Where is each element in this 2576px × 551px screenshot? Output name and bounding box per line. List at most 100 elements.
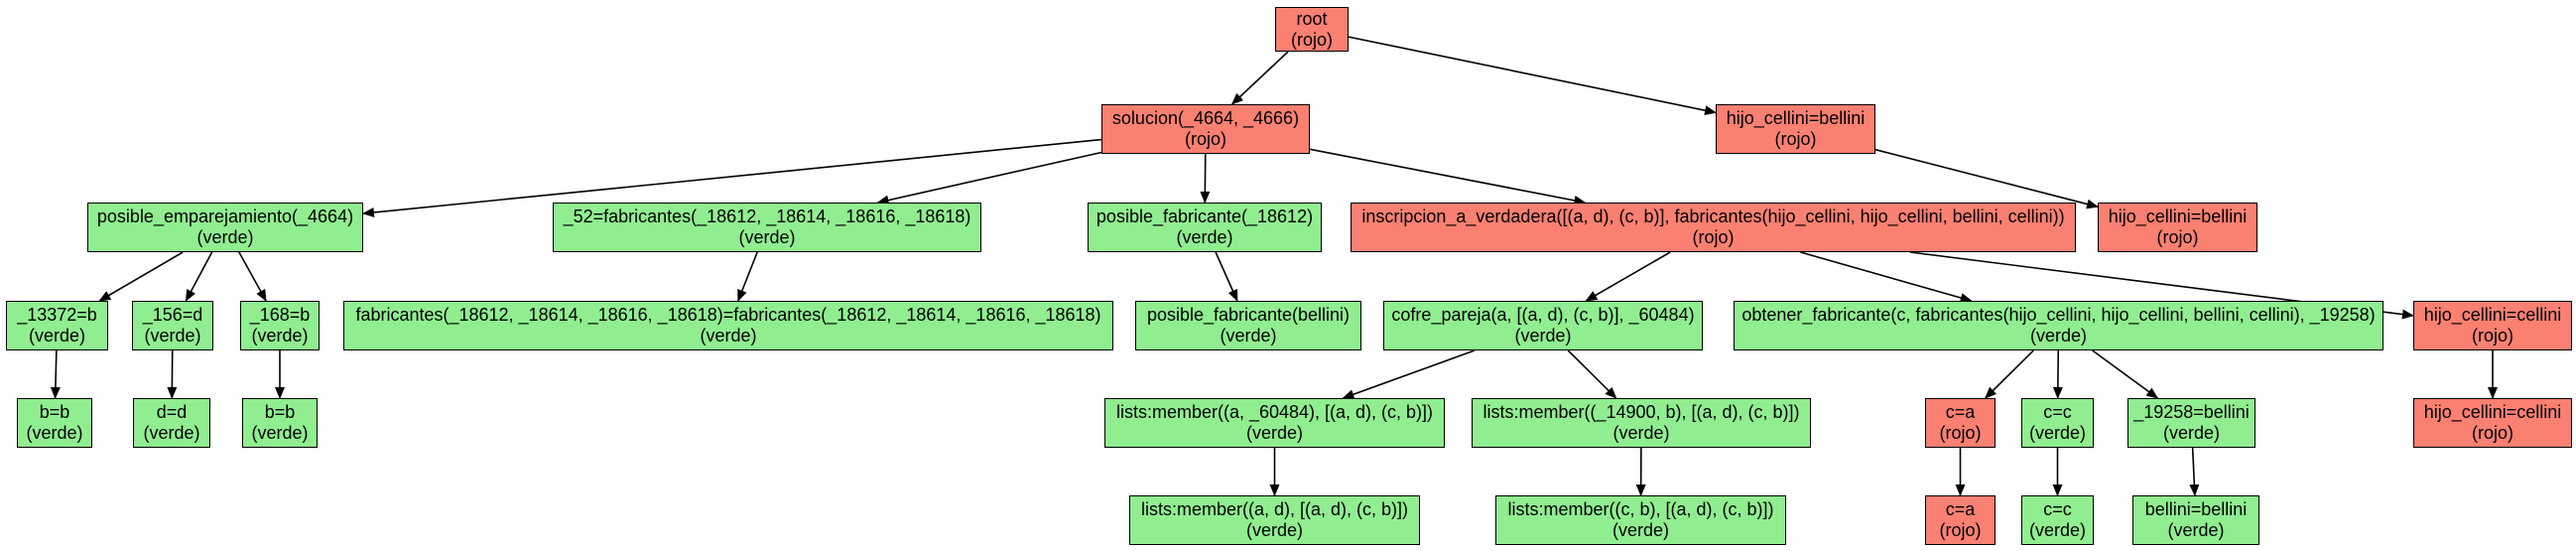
tree-node-hijo3: hijo_cellini=cellini(rojo) xyxy=(2413,301,2572,350)
tree-node-posible-fab-b: posible_fabricante(bellini)(verde) xyxy=(1135,301,1361,350)
node-label: solucion(_4664, _4666) xyxy=(1111,108,1300,128)
node-label: c=a xyxy=(1945,499,1976,519)
node-status: (verde) xyxy=(251,326,309,345)
tree-node-member2: lists:member((_14900, b), [(a, d), (c, b… xyxy=(1472,398,1811,448)
node-label: posible_fabricante(_18612) xyxy=(1095,207,1314,226)
node-label: b=b xyxy=(264,402,296,422)
tree-node-cofre: cofre_pareja(a, [(a, d), (c, b)], _60484… xyxy=(1383,301,1703,350)
tree-node-bellini-eq: bellini=bellini(verde) xyxy=(2132,495,2259,545)
node-label: hijo_cellini=bellini xyxy=(1726,108,1866,128)
tree-node-bb1: b=b(verde) xyxy=(17,398,92,448)
edge-solucion-to-inscripcion xyxy=(1309,148,1587,206)
node-status: (verde) xyxy=(2167,520,2225,540)
node-label: c=c xyxy=(2043,499,2072,519)
tree-node-bb2: b=b(verde) xyxy=(242,398,318,448)
node-status: (verde) xyxy=(144,326,201,345)
node-label: c=c xyxy=(2043,402,2072,422)
node-label: cofre_pareja(a, [(a, d), (c, b)], _60484… xyxy=(1391,305,1695,325)
tree-node-dd: d=d(verde) xyxy=(133,398,210,448)
node-label: root xyxy=(1296,8,1328,29)
edge-posible-fab-to-posible-fab-b xyxy=(1215,251,1238,302)
tree-node-inscripcion: inscripcion_a_verdadera([(a, d), (c, b)]… xyxy=(1351,203,2076,252)
edge-n13372-to-bb1 xyxy=(50,349,61,399)
tree-node-cc2: c=c(verde) xyxy=(2021,495,2094,545)
node-label: b=b xyxy=(39,402,70,422)
edge-n19258-to-bellini-eq xyxy=(2189,447,2200,496)
edge-solucion-to-fab52 xyxy=(876,151,1102,206)
tree-node-n19258: _19258=bellini(verde) xyxy=(2127,398,2255,448)
node-status: (rojo) xyxy=(1939,520,1982,540)
node-label: lists:member((a, _60484), [(a, d), (c, b… xyxy=(1115,402,1434,422)
node-status: (verde) xyxy=(196,227,254,247)
edge-root-to-hijo1 xyxy=(1348,36,1717,116)
node-label: _156=d xyxy=(142,305,203,325)
tree-node-ca1: c=a(rojo) xyxy=(1925,398,1996,448)
node-status: (verde) xyxy=(1176,227,1233,247)
node-status: (rojo) xyxy=(2471,326,2513,345)
node-status: (rojo) xyxy=(2471,423,2513,443)
edge-posible-emp-to-n13372 xyxy=(98,251,184,302)
tree-node-member4: lists:member((c, b), [(a, d), (c, b)])(v… xyxy=(1495,495,1786,545)
tree-node-member3: lists:member((a, d), [(a, d), (c, b)])(v… xyxy=(1129,495,1420,545)
tree-node-n168: _168=b(verde) xyxy=(240,301,320,350)
edge-inscripcion-to-obtener xyxy=(1800,251,1973,303)
node-label: posible_emparejamiento(_4664) xyxy=(96,207,354,226)
tree-node-root: root(rojo) xyxy=(1275,7,1349,52)
node-status: (rojo) xyxy=(1184,129,1226,149)
node-status: (verde) xyxy=(738,227,796,247)
node-status: (rojo) xyxy=(1939,423,1982,443)
edge-posible-emp-to-n156 xyxy=(185,251,213,302)
node-status: (verde) xyxy=(700,326,757,345)
node-status: (verde) xyxy=(143,423,200,443)
node-status: (verde) xyxy=(1612,423,1670,443)
node-label: fabricantes(_18612, _18614, _18616, _186… xyxy=(355,305,1101,325)
node-label: hijo_cellini=cellini xyxy=(2423,402,2562,422)
node-label: inscripcion_a_verdadera([(a, d), (c, b)]… xyxy=(1361,207,2065,226)
edge-cofre-to-member2 xyxy=(1567,349,1617,399)
node-status: (verde) xyxy=(2162,423,2220,443)
tree-node-solucion: solucion(_4664, _4666)(rojo) xyxy=(1101,104,1310,154)
node-label: lists:member((c, b), [(a, d), (c, b)]) xyxy=(1507,499,1774,519)
node-label: _168=b xyxy=(249,305,311,325)
tree-node-hijo1: hijo_cellini=bellini(rojo) xyxy=(1716,104,1875,154)
tree-node-posible-fab: posible_fabricante(_18612)(verde) xyxy=(1088,203,1322,252)
node-label: bellini=bellini xyxy=(2144,499,2248,519)
tree-node-member1: lists:member((a, _60484), [(a, d), (c, b… xyxy=(1104,398,1445,448)
node-status: (verde) xyxy=(1220,326,1277,345)
node-label: posible_fabricante(bellini) xyxy=(1146,305,1351,325)
tree-node-cc1: c=c(verde) xyxy=(2021,398,2094,448)
node-label: _52=fabricantes(_18612, _18614, _18616, … xyxy=(563,207,971,226)
edge-cofre-to-member1 xyxy=(1342,349,1476,399)
node-status: (verde) xyxy=(251,423,309,443)
edge-obtener-to-n19258 xyxy=(2092,349,2159,399)
node-label: c=a xyxy=(1945,402,1976,422)
tree-node-fab52: _52=fabricantes(_18612, _18614, _18616, … xyxy=(553,203,981,252)
tree-node-posible-emp: posible_emparejamiento(_4664)(verde) xyxy=(87,203,363,252)
edge-solucion-to-posible-emp xyxy=(362,138,1102,217)
node-label: hijo_cellini=cellini xyxy=(2423,305,2562,325)
node-label: d=d xyxy=(156,402,188,422)
node-label: _19258=bellini xyxy=(2133,402,2250,422)
edge-posible-emp-to-n168 xyxy=(238,251,267,302)
tree-node-n13372: _13372=b(verde) xyxy=(6,301,108,350)
node-label: obtener_fabricante(c, fabricantes(hijo_c… xyxy=(1741,305,2376,325)
node-status: (verde) xyxy=(1245,423,1303,443)
node-status: (verde) xyxy=(2028,423,2086,443)
node-status: (rojo) xyxy=(1774,129,1817,149)
node-status: (verde) xyxy=(1245,520,1303,540)
node-status: (rojo) xyxy=(1290,29,1333,50)
tree-node-hijo2: hijo_cellini=bellini(rojo) xyxy=(2098,203,2257,252)
edge-inscripcion-to-cofre xyxy=(1585,251,1671,302)
node-label: _13372=b xyxy=(17,305,97,325)
node-status: (verde) xyxy=(1514,326,1572,345)
tree-node-n156: _156=d(verde) xyxy=(132,301,213,350)
node-status: (verde) xyxy=(28,326,85,345)
tree-node-obtener: obtener_fabricante(c, fabricantes(hijo_c… xyxy=(1734,301,2383,350)
tree-node-fab-eq: fabricantes(_18612, _18614, _18616, _186… xyxy=(343,301,1113,350)
edge-hijo1-to-hijo2 xyxy=(1874,148,2099,209)
node-status: (rojo) xyxy=(2156,227,2199,247)
edge-root-to-solucion xyxy=(1230,51,1289,105)
node-status: (verde) xyxy=(2028,520,2086,540)
